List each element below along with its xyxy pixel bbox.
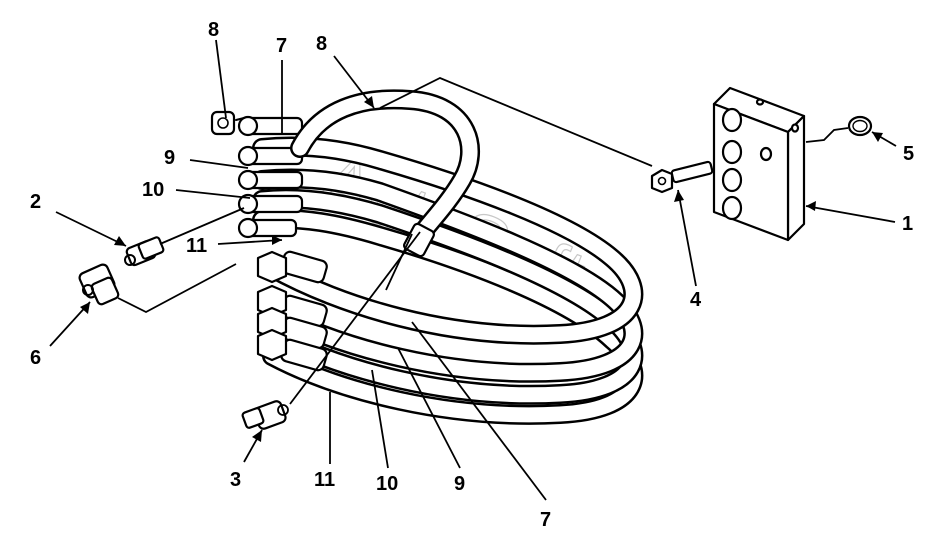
callout-leaders <box>49 39 897 501</box>
callout-4: 4 <box>690 289 702 311</box>
callout-labels: 1 2 3 4 5 6 7 7 8 8 9 9 10 10 11 11 <box>30 19 914 531</box>
hose-8-short-loop <box>290 89 480 258</box>
callout-9-bottom: 9 <box>454 473 465 495</box>
callout-6: 6 <box>30 347 41 369</box>
part-6-elbow-fitting <box>78 263 120 306</box>
arrowhead <box>872 132 883 142</box>
callout-3: 3 <box>230 469 241 491</box>
hose-crimp-sleeves <box>280 250 328 372</box>
arrowhead <box>806 201 816 211</box>
arrowhead <box>364 96 374 108</box>
part-1-manifold-block <box>712 86 806 242</box>
callout-9-top: 9 <box>164 147 175 169</box>
part-3-elbow-fitting <box>241 400 289 430</box>
callout-8-left: 8 <box>208 19 219 41</box>
callout-5: 5 <box>903 143 914 165</box>
callout-8-right: 8 <box>316 33 327 55</box>
callout-10-top: 10 <box>142 179 164 201</box>
callout-11-top: 11 <box>186 235 207 257</box>
arrowhead <box>80 302 90 314</box>
part-4-bolt <box>650 160 714 194</box>
part-5-o-ring <box>847 115 873 137</box>
callout-2: 2 <box>30 191 41 213</box>
callout-10-bottom: 10 <box>376 473 398 495</box>
hose-end-hex-fittings <box>256 250 288 362</box>
arrowhead <box>272 235 282 245</box>
hose-7 <box>252 136 644 345</box>
part-2-straight-adapter <box>124 236 165 267</box>
arrowhead <box>674 190 684 202</box>
assembly-reference-lines <box>117 77 849 405</box>
callout-7-bottom: 7 <box>540 509 551 531</box>
callout-11-bottom: 11 <box>314 469 335 491</box>
callout-1: 1 <box>902 213 913 235</box>
top-left-end-fittings <box>210 110 304 239</box>
callout-7-top: 7 <box>276 35 287 57</box>
arrowhead <box>252 430 262 442</box>
arrowhead <box>114 236 126 246</box>
coiled-hoses <box>252 136 644 425</box>
